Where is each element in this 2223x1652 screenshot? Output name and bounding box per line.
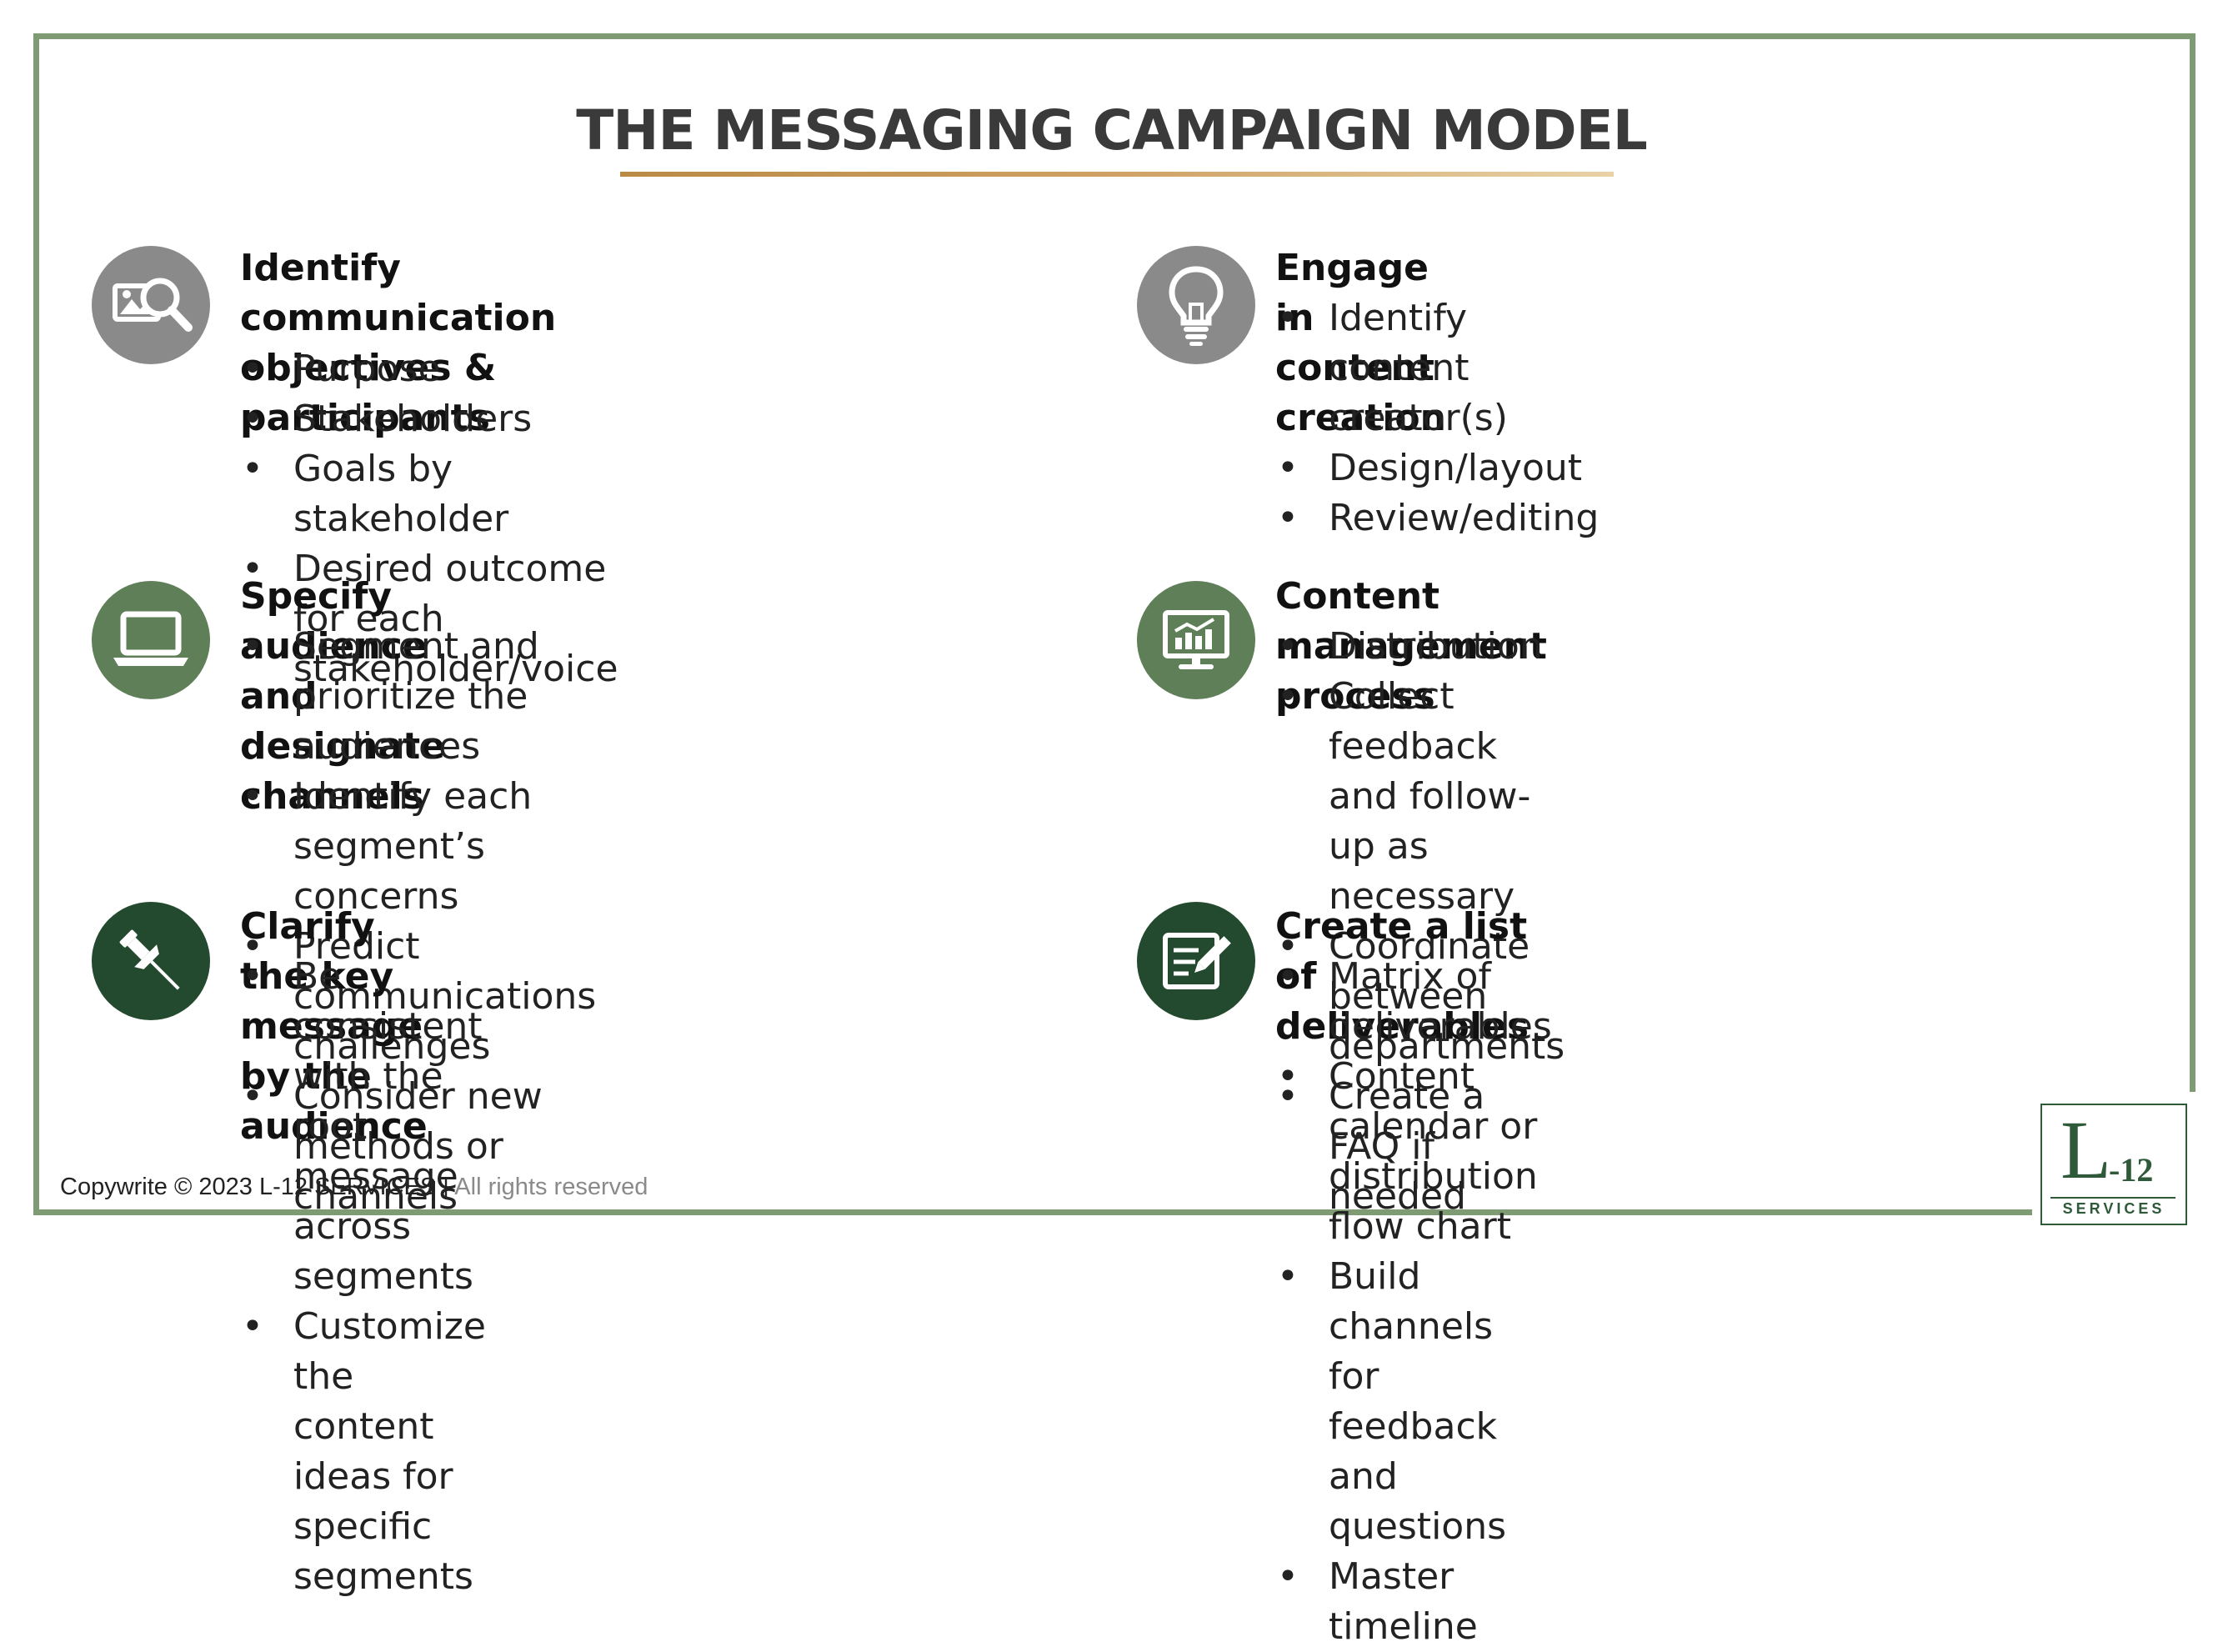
rights-text: All rights reserved xyxy=(454,1174,648,1200)
copyright-footer: Copywrite © 2023 L-12 SERVICES | All rig… xyxy=(60,1174,648,1201)
monitor-chart-icon xyxy=(1137,581,1255,699)
list-item: Master timeline xyxy=(1275,1552,1552,1652)
list-item: Identify content creator(s) xyxy=(1275,293,1599,443)
list-item-continuation: across segments xyxy=(293,1205,473,1298)
company-logo: L -12 SERVICES xyxy=(2032,1092,2195,1232)
logo-border: L -12 SERVICES xyxy=(2040,1104,2187,1225)
edit-document-icon xyxy=(1137,902,1255,1020)
pushpin-icon xyxy=(92,902,210,1020)
list-item: Matrix of deliverables xyxy=(1275,952,1552,1052)
image-search-icon xyxy=(92,246,210,364)
laptop-icon xyxy=(92,581,210,699)
bullet-list: Matrix of deliverables Content calendar … xyxy=(1275,952,1552,1652)
copyright-text: Copywrite © 2023 L-12 SERVICES xyxy=(60,1174,437,1200)
list-item: Review/editing xyxy=(1275,493,1599,543)
bullet-list: Segment and prioritize the audiences Ide… xyxy=(240,622,596,1222)
logo-letter: L xyxy=(2060,1104,2112,1196)
list-item: Identify each segment’s concerns xyxy=(240,772,596,922)
logo-number: -12 xyxy=(2109,1151,2154,1189)
list-item: Be consistent with the root message xyxy=(240,952,486,1202)
list-item: Build channels for feedback and question… xyxy=(1275,1252,1552,1552)
list-item: Segment and prioritize the audiences xyxy=(240,622,596,772)
list-item: Design/layout xyxy=(1275,443,1599,493)
bullet-list: Be consistent with the root message acro… xyxy=(240,952,486,1602)
list-item: Content calendar or distribution flow ch… xyxy=(1275,1052,1552,1252)
footer-separator: | xyxy=(443,1174,449,1200)
lightbulb-icon xyxy=(1137,246,1255,364)
list-item: Distribution xyxy=(1275,622,1565,672)
page-title: THE MESSAGING CAMPAIGN MODEL xyxy=(576,98,1648,163)
list-item: Customize the content ideas for specific xyxy=(240,1302,486,1552)
list-item: Stakeholders xyxy=(240,394,618,444)
list-item-continuation: segments xyxy=(293,1555,473,1598)
list-item: Goals by stakeholder xyxy=(240,444,618,544)
logo-subtitle: SERVICES xyxy=(2062,1200,2165,1217)
title-underline xyxy=(620,172,1614,177)
bullet-list: Identify content creator(s) Design/layou… xyxy=(1275,293,1599,543)
slide-frame xyxy=(33,33,2195,1215)
logo-divider xyxy=(2050,1197,2175,1199)
list-item: Collect feedback and follow-up as necess… xyxy=(1275,672,1565,922)
list-item: Purpose xyxy=(240,344,618,394)
